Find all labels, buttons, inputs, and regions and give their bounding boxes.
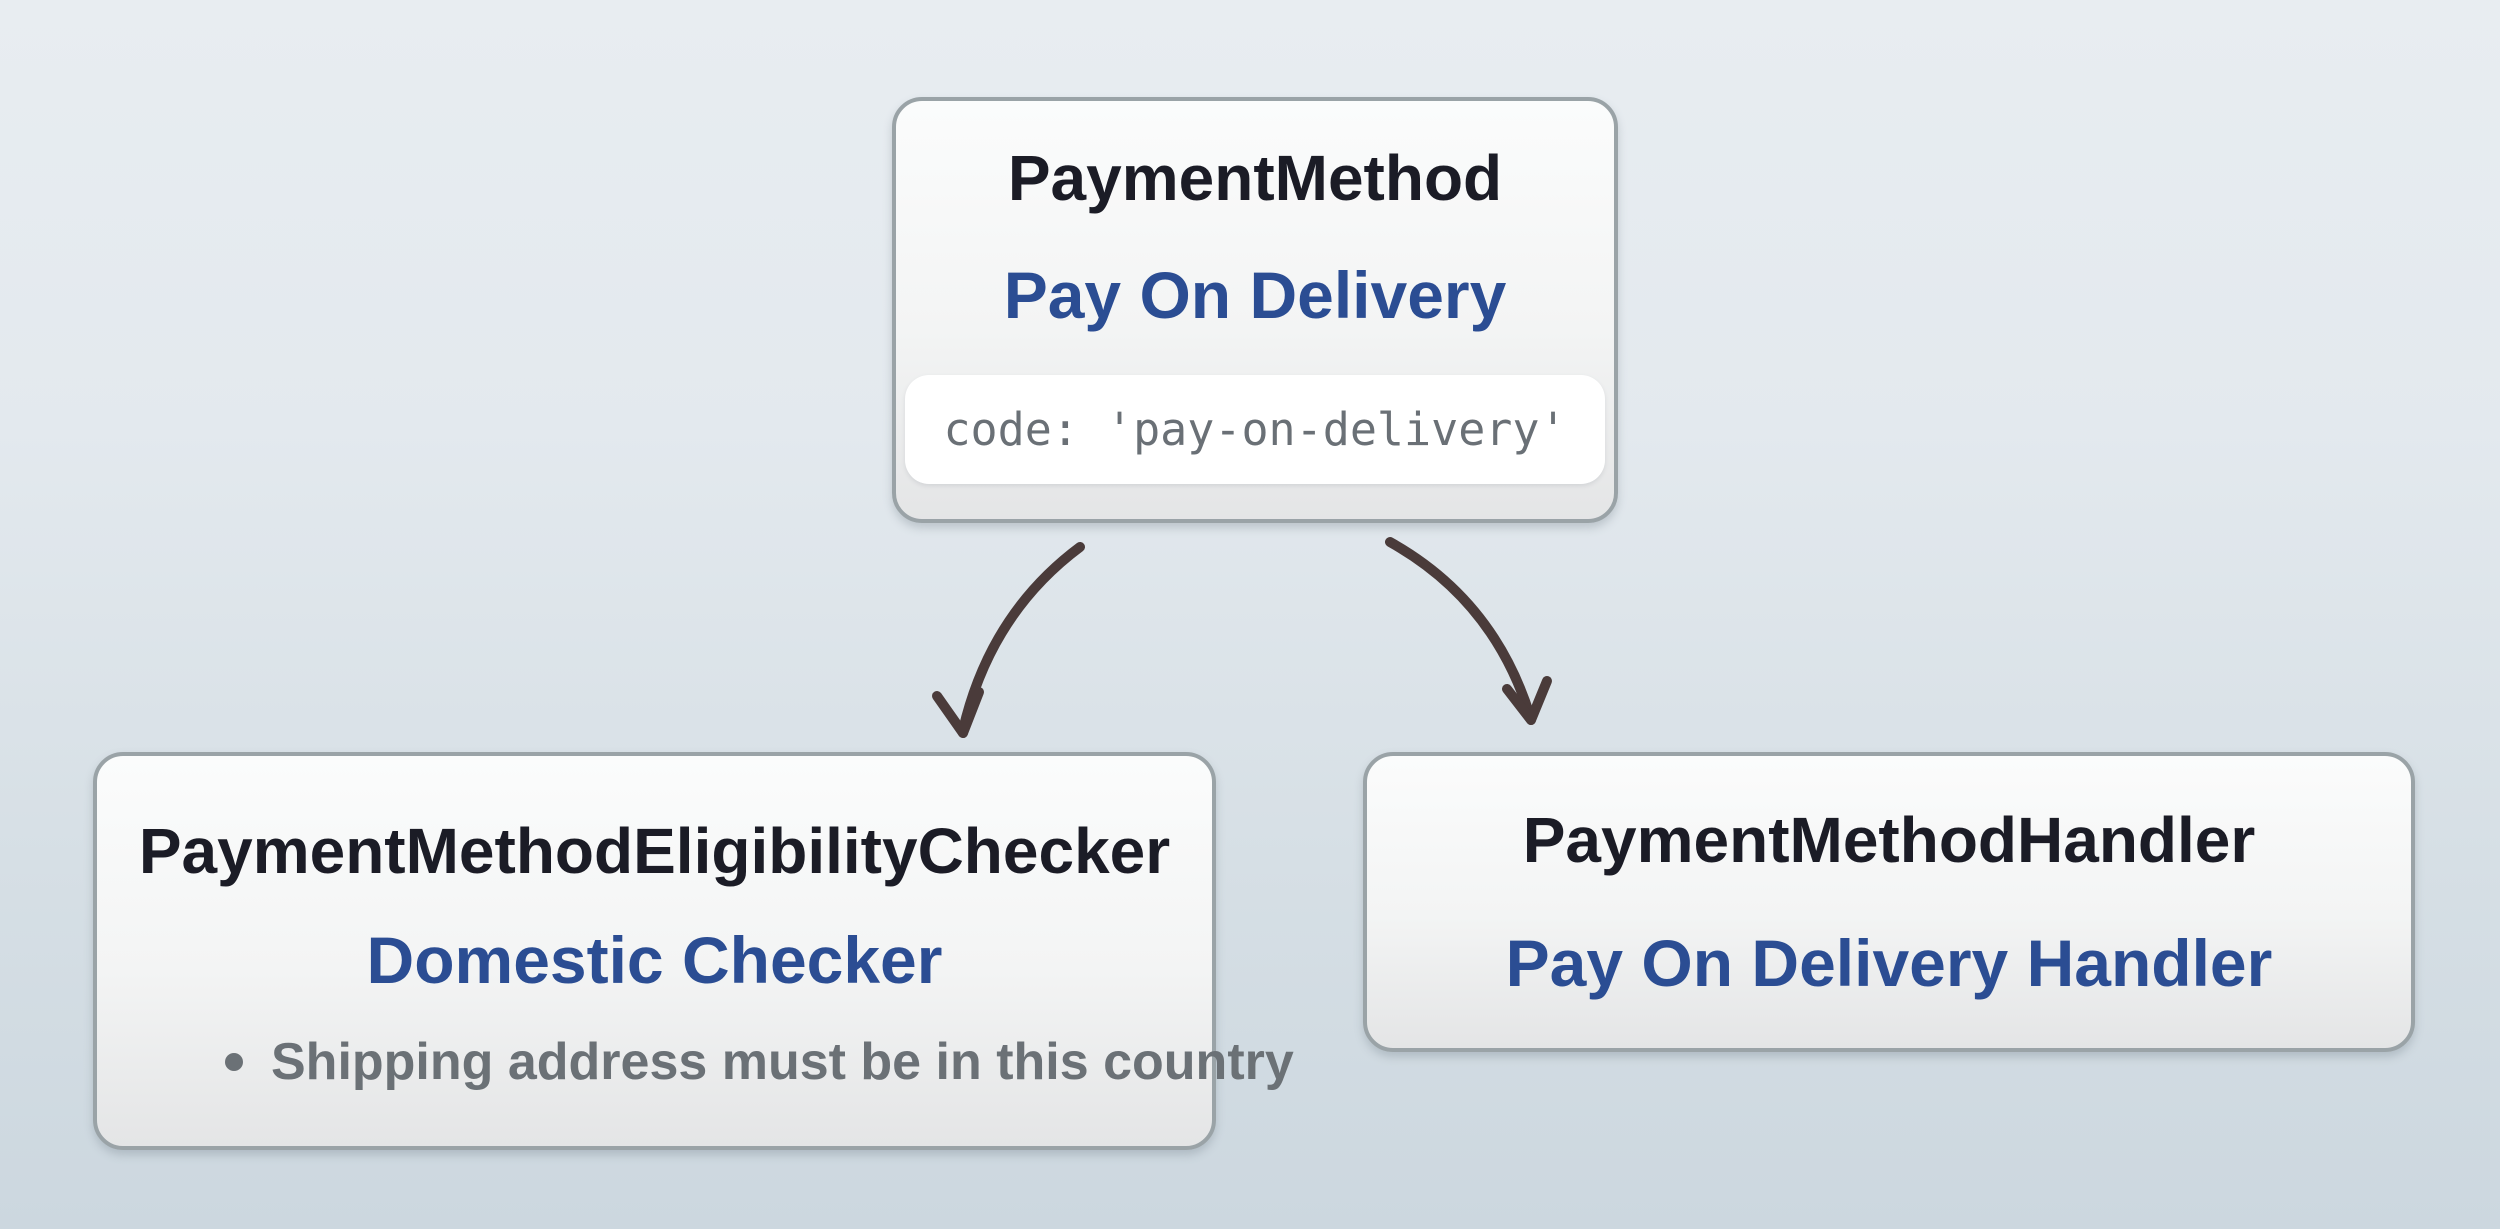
payment-method-code-chip: code: 'pay-on-delivery' — [905, 374, 1605, 484]
handler-node: PaymentMethodHandler Pay On Delivery Han… — [1363, 752, 2415, 1052]
eligibility-checker-bullet: Shipping address must be in this country — [271, 1033, 1294, 1091]
eligibility-checker-node: PaymentMethodEligibilityChecker Domestic… — [93, 752, 1294, 1150]
handler-subtitle: Pay On Delivery Handler — [1505, 926, 2273, 1000]
arrow-to-eligibility-checker — [932, 542, 1085, 738]
payment-method-code: code: 'pay-on-delivery' — [943, 402, 1567, 456]
payment-method-title: PaymentMethod — [1007, 141, 1503, 214]
eligibility-checker-title: PaymentMethodEligibilityChecker — [138, 815, 1171, 887]
bullet-dot-icon — [225, 1053, 243, 1071]
handler-title: PaymentMethodHandler — [1522, 804, 2256, 876]
arrow-to-handler — [1385, 537, 1552, 725]
payment-method-subtitle: Pay On Delivery — [1003, 257, 1507, 332]
eligibility-checker-bullet-row: Shipping address must be in this country — [97, 1032, 1294, 1092]
payment-method-node: PaymentMethod Pay On Delivery code: 'pay… — [892, 97, 1618, 523]
eligibility-checker-subtitle: Domestic Checker — [366, 923, 943, 997]
